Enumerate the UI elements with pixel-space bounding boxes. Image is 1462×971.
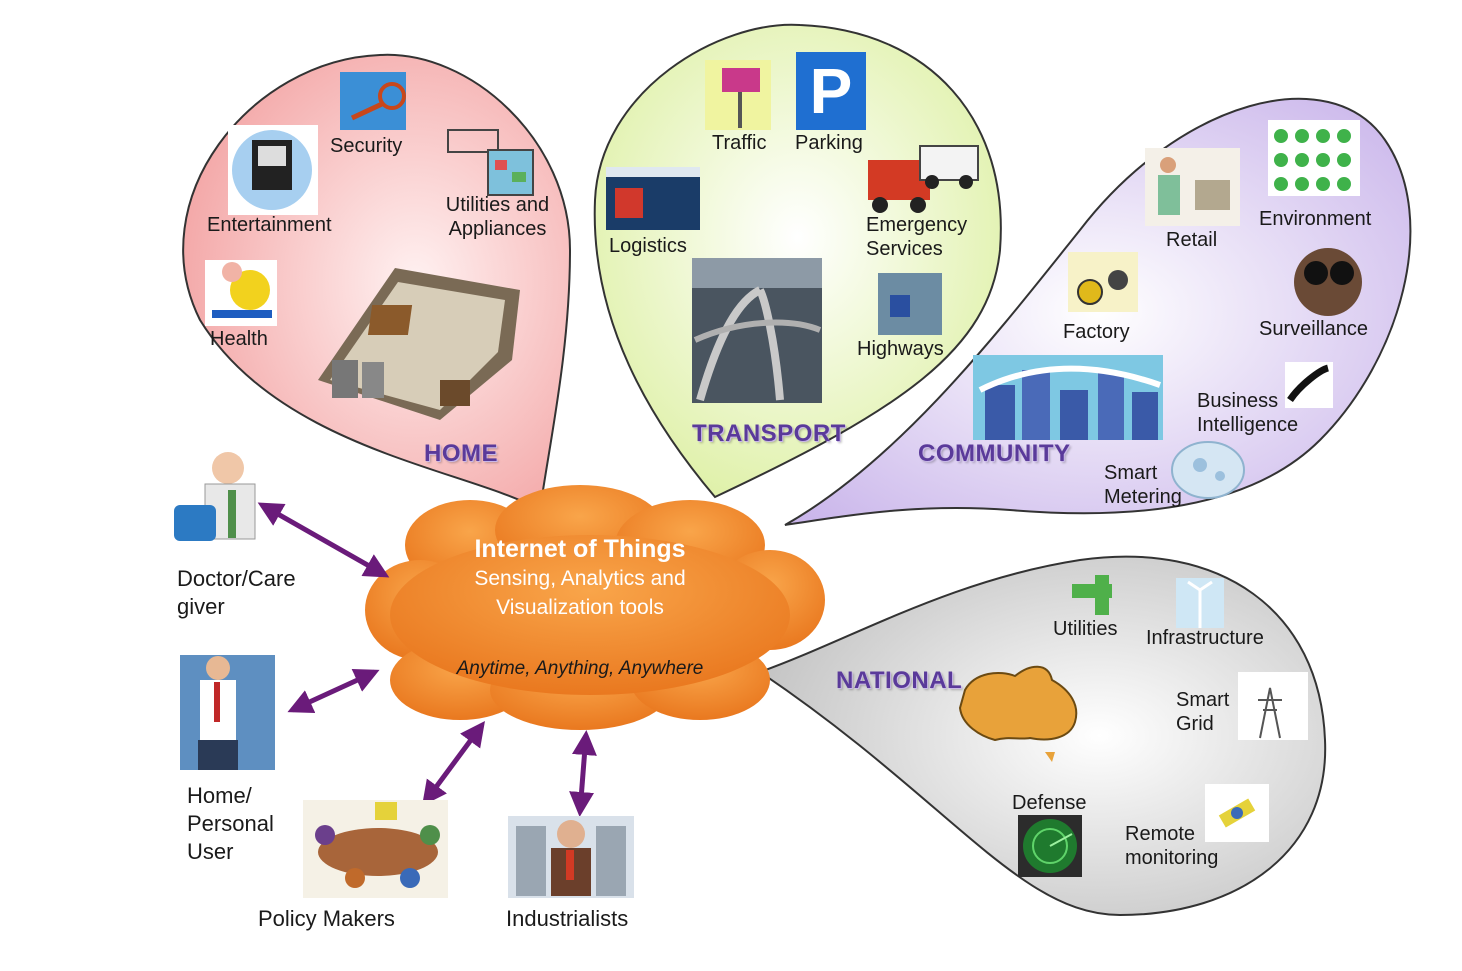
smart-grid-line1: Smart — [1176, 689, 1230, 711]
arrow-policy — [422, 720, 485, 807]
utilities-appliances-icon — [447, 129, 534, 196]
iot-subtitle-line2: Visualization tools — [496, 596, 664, 619]
emergency-services-line1: Emergency — [866, 214, 968, 236]
parking-label: Parking — [795, 132, 863, 154]
health-icon — [205, 260, 277, 326]
smart-metering-line1: Smart — [1104, 462, 1158, 484]
cloud-text: Internet of Things Sensing, Analytics an… — [390, 534, 770, 622]
highway-photo-icon — [692, 258, 822, 403]
factory-icon — [1068, 252, 1138, 312]
environment-label: Environment — [1259, 208, 1372, 230]
remote-monitoring-label: Remote monitoring — [1125, 822, 1218, 870]
home-section-title: HOME — [424, 440, 498, 467]
health-label: Health — [210, 328, 268, 350]
security-icon — [340, 72, 406, 130]
infrastructure-icon — [1176, 578, 1224, 628]
factory-label: Factory — [1063, 321, 1130, 343]
house-floorplan-icon — [318, 268, 520, 420]
remote-monitoring-line1: Remote — [1125, 823, 1196, 845]
industrialists-label: Industrialists — [506, 906, 629, 931]
infrastructure-label: Infrastructure — [1146, 627, 1264, 649]
smart-metering-label: Smart Metering — [1104, 461, 1182, 509]
parking-sign-letter: P — [809, 55, 853, 127]
home-user-icon — [180, 655, 275, 770]
environment-icon — [1268, 120, 1360, 196]
australia-map-icon — [958, 665, 1078, 762]
defense-radar-icon — [1018, 815, 1082, 877]
emergency-services-line2: Services — [866, 238, 943, 260]
business-intelligence-icon — [1285, 362, 1333, 408]
defense-label: Defense — [1012, 792, 1087, 814]
remote-monitoring-line2: monitoring — [1125, 847, 1219, 869]
utilities-label: Utilities — [1053, 618, 1118, 640]
traffic-icon — [705, 60, 771, 130]
arrow-doctor — [257, 502, 390, 578]
iot-subtitle-line1: Sensing, Analytics and — [474, 567, 686, 590]
home-user-line2: Personal — [187, 811, 274, 836]
connector-arrows — [257, 502, 597, 817]
arrow-home-user — [287, 668, 380, 714]
traffic-label: Traffic — [712, 132, 767, 154]
utilities-appliances-line1: Utilities and — [445, 194, 550, 216]
smart-grid-line2: Grid — [1176, 713, 1214, 735]
emergency-services-icon — [868, 145, 979, 213]
business-intelligence-line1: Business — [1197, 390, 1279, 412]
entertainment-icon — [228, 125, 318, 215]
home-user-line1: Home/ — [187, 783, 252, 808]
business-intelligence-line2: Intelligence — [1197, 414, 1299, 436]
utilities-tap-icon — [1072, 575, 1112, 615]
business-intelligence-label: Business Intelligence — [1197, 389, 1298, 437]
doctor-label: Doctor/Care giver — [177, 565, 296, 621]
doctor-line1: Doctor/Care — [177, 566, 296, 591]
logistics-icon — [606, 167, 700, 230]
home-user-line3: User — [187, 839, 234, 864]
industrialists-icon — [508, 816, 634, 898]
surveillance-label: Surveillance — [1259, 318, 1368, 340]
emergency-services-label: Emergency Services — [866, 213, 967, 261]
doctor-line2: giver — [177, 594, 225, 619]
community-section-title: COMMUNITY — [918, 440, 1071, 467]
smart-metering-line2: Metering — [1104, 486, 1182, 508]
national-section-title: NATIONAL — [836, 667, 963, 694]
arrow-industrialists — [569, 730, 597, 817]
utilities-appliances-line2: Appliances — [448, 218, 547, 240]
smart-grid-icon — [1238, 672, 1308, 740]
logistics-label: Logistics — [609, 235, 687, 257]
iot-tagline: Anytime, Anything, Anywhere — [456, 658, 704, 679]
smart-grid-label: Smart Grid — [1176, 688, 1229, 736]
doctor-icon — [174, 452, 256, 541]
entertainment-label: Entertainment — [207, 214, 332, 236]
utilities-appliances-label: Utilities and Appliances — [440, 193, 555, 241]
surveillance-icon — [1294, 248, 1362, 316]
policy-makers-label: Policy Makers — [258, 906, 395, 931]
remote-monitoring-icon — [1205, 784, 1269, 842]
community-city-icon — [973, 355, 1163, 440]
parking-icon — [796, 52, 866, 130]
smart-metering-icon — [1171, 441, 1245, 499]
security-label: Security — [330, 135, 403, 157]
transport-section-title: TRANSPORT — [692, 420, 846, 447]
retail-icon — [1145, 148, 1240, 226]
policy-makers-icon — [303, 800, 448, 898]
highways-icon — [878, 273, 942, 335]
iot-cloud — [365, 485, 825, 730]
home-user-label: Home/ Personal User — [187, 782, 274, 866]
retail-label: Retail — [1166, 229, 1218, 251]
iot-title: Internet of Things — [474, 535, 686, 563]
highways-label: Highways — [857, 338, 944, 360]
